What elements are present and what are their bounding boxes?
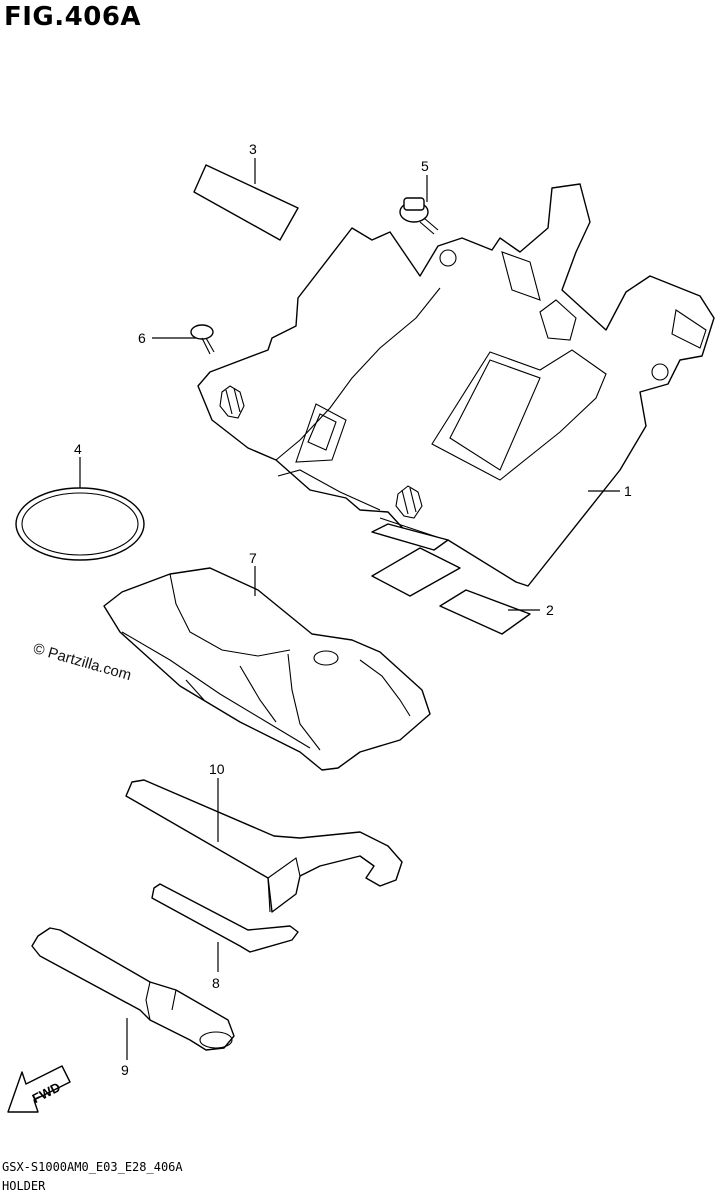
part-10-spanner[interactable] [125,779,403,913]
part-5-bolt[interactable] [399,197,439,235]
part-7-tool-bag[interactable] [103,567,431,771]
figure-code: GSX-S1000AM0_E03_E28_406A [2,1160,183,1174]
callout-numbers: 3 5 6 4 7 1 2 10 8 9 [74,141,632,1078]
part-9-screwdriver[interactable] [31,927,235,1051]
part-8-hex-wrench[interactable] [151,883,299,953]
callout-5[interactable]: 5 [421,158,429,174]
callout-7[interactable]: 7 [249,550,257,566]
part-3-label[interactable] [193,164,299,241]
callout-6[interactable]: 6 [138,330,146,346]
callout-4[interactable]: 4 [74,441,82,457]
holder-pad-upper [371,523,449,551]
figure-name: HOLDER [2,1179,46,1193]
callout-2[interactable]: 2 [546,602,554,618]
part-2-label[interactable] [439,589,531,635]
part-6-screw[interactable] [190,324,215,355]
holder-pad-lower [371,547,461,597]
part-4-band[interactable] [15,487,145,561]
callout-10[interactable]: 10 [209,761,225,777]
callout-3[interactable]: 3 [249,141,257,157]
leader-lines [79,158,620,1060]
callout-9[interactable]: 9 [121,1062,129,1078]
callout-1[interactable]: 1 [624,483,632,499]
gear-detail-left [219,385,245,419]
fwd-arrow-icon: FWD [7,1065,71,1113]
callout-8[interactable]: 8 [212,975,220,991]
figure-title: FIG.406A [4,2,142,32]
part-1-holder[interactable] [197,183,715,587]
gear-detail-right [395,485,423,519]
